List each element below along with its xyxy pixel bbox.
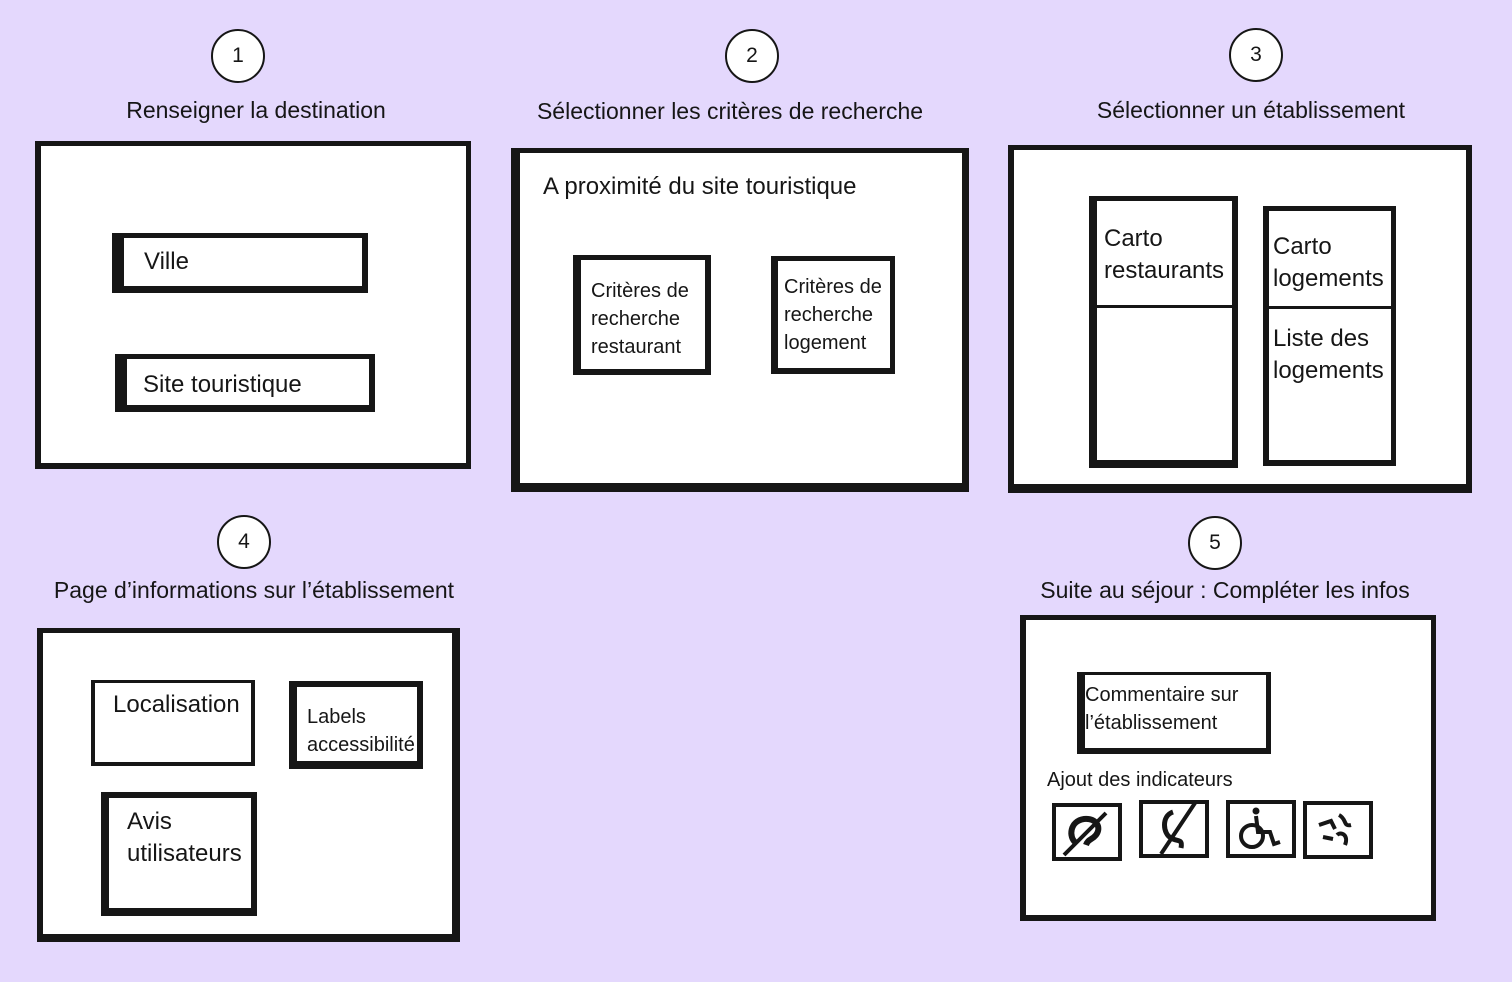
step-1-number: 1 [211, 29, 265, 83]
step-2-title: Sélectionner les critères de recherche [536, 98, 924, 124]
indicator-toggle-cognitive[interactable] [1303, 801, 1373, 859]
restaurants-map-label: Carto restaurants [1104, 225, 1225, 285]
location-panel[interactable]: Localisation [91, 680, 255, 766]
indicator-toggle-hearing[interactable] [1052, 803, 1122, 861]
visual-impairment-icon [1159, 804, 1197, 854]
step-3-title: Sélectionner un établissement [1096, 97, 1406, 123]
restaurants-map-panel[interactable]: Carto restaurants [1089, 196, 1238, 468]
comment-field[interactable]: Commentaire sur l’établissement [1077, 672, 1271, 754]
lodgings-map-label: Carto logements [1273, 233, 1384, 293]
wheelchair-icon [1239, 807, 1281, 849]
step-4-number: 4 [217, 515, 271, 569]
hearing-impairment-icon [1062, 811, 1108, 857]
user-reviews-label: Avis utilisateurs [127, 808, 242, 868]
accessibility-labels-panel[interactable]: Labels accessibilité [289, 681, 423, 769]
lodgings-list-label: Liste des logements [1273, 325, 1384, 385]
indicator-toggle-wheelchair[interactable] [1226, 800, 1296, 858]
comment-field-label: Commentaire sur l’établissement [1085, 684, 1239, 734]
step-1-screen [35, 141, 471, 469]
restaurant-criteria-card[interactable]: Critères de recherche restaurant [573, 255, 711, 375]
step-2-number: 2 [725, 29, 779, 83]
tourist-site-input-label: Site touristique [143, 371, 302, 398]
panel-divider [1269, 306, 1391, 309]
tourist-site-input[interactable]: Site touristique [115, 354, 375, 412]
step-5-title: Suite au séjour : Compléter les infos [1040, 577, 1410, 603]
accessibility-labels-label: Labels accessibilité [307, 706, 415, 756]
location-label: Localisation [113, 691, 240, 718]
step-3-number: 3 [1229, 28, 1283, 82]
city-input-label: Ville [144, 248, 189, 275]
lodgings-panel[interactable]: Carto logements Liste des logements [1263, 206, 1396, 466]
cognitive-impairment-icon [1318, 813, 1352, 846]
proximity-heading: A proximité du site touristique [543, 173, 857, 200]
lodging-criteria-card[interactable]: Critères de recherche logement [771, 256, 895, 374]
step-3-screen [1008, 145, 1472, 493]
step-1-title: Renseigner la destination [126, 97, 386, 123]
panel-divider [1097, 305, 1232, 308]
user-reviews-panel[interactable]: Avis utilisateurs [101, 792, 257, 916]
indicator-toggle-visual[interactable] [1139, 800, 1209, 858]
indicators-label: Ajout des indicateurs [1047, 769, 1233, 791]
restaurant-criteria-label: Critères de recherche restaurant [591, 280, 689, 358]
step-5-screen [1020, 615, 1436, 921]
city-input[interactable]: Ville [112, 233, 368, 293]
step-4-title: Page d’informations sur l’établissement [53, 577, 455, 603]
step-5-number: 5 [1188, 516, 1242, 570]
lodging-criteria-label: Critères de recherche logement [784, 276, 882, 354]
